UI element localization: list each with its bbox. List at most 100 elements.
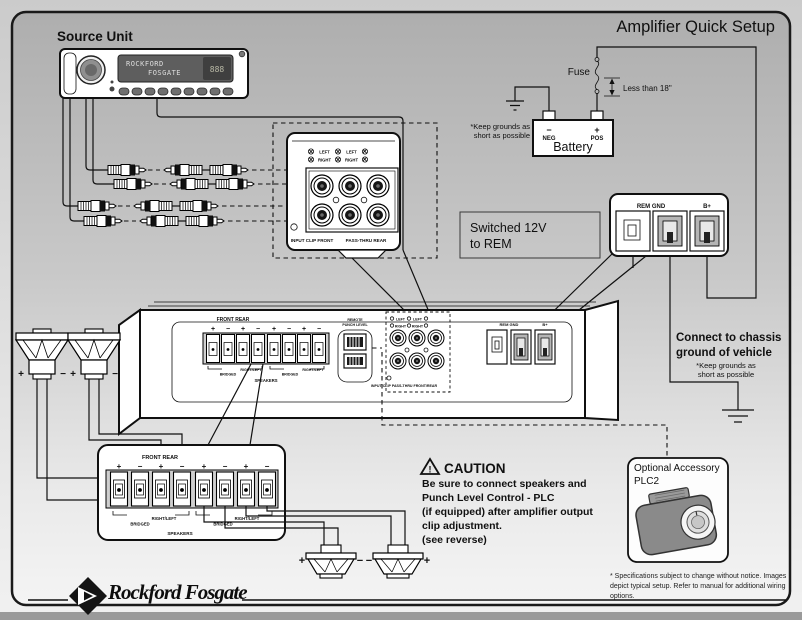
amp-clip-led-icon bbox=[386, 375, 392, 381]
pass-thru-rear-label: PASS-THRU REAR bbox=[346, 238, 387, 243]
svg-text:+: + bbox=[272, 326, 276, 333]
input-label-right-2: RIGHT bbox=[345, 158, 358, 163]
svg-text:+: + bbox=[241, 326, 245, 333]
head-unit-buttons bbox=[118, 87, 234, 96]
amp-left-endcap bbox=[118, 308, 141, 437]
switched-note-line1: Switched 12V bbox=[470, 221, 547, 235]
amp-input-label: INPUT CLIP PASS-THRU FRONT/REAR bbox=[371, 384, 438, 388]
amp-speaker-terminals: FRONT REAR + − + − + − + − RIGHT/LEFT BR… bbox=[202, 317, 330, 383]
svg-text:−: − bbox=[226, 326, 230, 333]
battery-ground-icon bbox=[506, 100, 524, 111]
detail-front-rear-label: FRONT REAR bbox=[142, 455, 178, 461]
speaker-detail-box: FRONT REAR + − + − + − + − RIGHT/LEFT BR… bbox=[97, 444, 286, 541]
svg-text:RIGHT: RIGHT bbox=[412, 325, 424, 329]
caution-block: ! CAUTION Be sure to connect speakers an… bbox=[419, 457, 593, 546]
battery-pos-label: POS bbox=[591, 136, 604, 142]
amp-front-rear-label: FRONT REAR bbox=[217, 317, 250, 323]
svg-text:BRIDGED: BRIDGED bbox=[213, 522, 232, 527]
plc2-line2: PLC2 bbox=[634, 476, 659, 487]
power-button-icon bbox=[238, 50, 246, 58]
chassis-note-sub2: short as possible bbox=[698, 370, 754, 379]
battery-box bbox=[532, 119, 614, 157]
chassis-note-line1: Connect to chassis bbox=[676, 332, 781, 344]
svg-text:−: − bbox=[265, 462, 270, 471]
chassis-note-line2: ground of vehicle bbox=[676, 347, 772, 359]
source-unit: Source Unit ROCKFORD FOSGATE 888 bbox=[57, 29, 249, 99]
input-label-left-2: LEFT bbox=[346, 150, 357, 155]
svg-text:−: − bbox=[223, 462, 228, 471]
svg-text:RIGHT/LEFT: RIGHT/LEFT bbox=[240, 368, 262, 372]
fuse-icon bbox=[594, 60, 600, 90]
input-left-right-labels: LEFT LEFT RIGHT RIGHT bbox=[307, 148, 368, 163]
rear-speaker-wires bbox=[203, 506, 406, 545]
input-label-right-1: RIGHT bbox=[318, 158, 331, 163]
rem-gnd-label: REM GND bbox=[637, 204, 666, 210]
logo-wordmark: Rockford Fosgate bbox=[108, 580, 248, 604]
rear-speakers: + − − + bbox=[299, 544, 430, 579]
bplus-label: B+ bbox=[703, 204, 711, 210]
warning-exclamation: ! bbox=[429, 465, 432, 475]
warning-triangle-icon bbox=[419, 457, 441, 475]
svg-text:+: + bbox=[244, 462, 249, 471]
amp-input-dashed-frame bbox=[385, 311, 451, 393]
amplifier: FRONT REAR + − + − + − + − RIGHT/LEFT BR… bbox=[118, 299, 619, 437]
plc2-knob-device bbox=[635, 487, 718, 556]
svg-text:SPEAKERS: SPEAKERS bbox=[254, 378, 277, 383]
speaker-callout-lines bbox=[207, 363, 264, 446]
gnd-wire bbox=[669, 251, 739, 410]
svg-text:+: + bbox=[424, 555, 430, 567]
chassis-ground-icon bbox=[722, 409, 754, 423]
svg-text:−: − bbox=[317, 326, 321, 333]
switched-note-line2: to REM bbox=[470, 237, 512, 251]
panel-screw-icon bbox=[360, 196, 368, 204]
svg-text:−: − bbox=[357, 555, 363, 567]
svg-text:Be sure to connect speakers an: Be sure to connect speakers and bbox=[422, 478, 587, 490]
amp-heatsink-fins bbox=[148, 301, 596, 307]
footnote: * Specifications subject to change witho… bbox=[610, 573, 787, 600]
svg-text:−: − bbox=[256, 326, 260, 333]
detail-speakers-label: SPEAKERS bbox=[167, 531, 192, 536]
bottom-band bbox=[0, 612, 802, 620]
svg-text:+: + bbox=[159, 462, 164, 471]
svg-text:RIGHT/LEFT: RIGHT/LEFT bbox=[152, 516, 177, 521]
svg-text:B+: B+ bbox=[542, 322, 548, 327]
svg-text:LEFT: LEFT bbox=[396, 318, 406, 322]
input-label-left-1: LEFT bbox=[319, 150, 330, 155]
remote-label-2: PUNCH LEVEL bbox=[342, 323, 368, 327]
display-brand-line1: ROCKFORD bbox=[126, 60, 164, 68]
svg-text:(if equipped) after amplifier: (if equipped) after amplifier output bbox=[422, 506, 593, 518]
amp-rear-panel bbox=[171, 321, 573, 403]
svg-text:+: + bbox=[117, 462, 122, 471]
chassis-note-sub1: *Keep grounds as bbox=[696, 361, 756, 370]
switched-12v-note: Switched 12V to REM bbox=[459, 211, 601, 259]
display-brand-line2: FOSGATE bbox=[148, 69, 181, 77]
svg-text:−: − bbox=[112, 369, 118, 380]
amp-remote-punch-level: REMOTE PUNCH LEVEL bbox=[337, 318, 373, 383]
svg-text:Punch Level Control - PLC: Punch Level Control - PLC bbox=[422, 492, 555, 504]
svg-text:RIGHT/LEFT: RIGHT/LEFT bbox=[235, 516, 260, 521]
rockford-fosgate-logo bbox=[28, 577, 786, 615]
svg-text:BRIDGED: BRIDGED bbox=[282, 373, 299, 377]
source-unit-label: Source Unit bbox=[57, 29, 133, 44]
amp-power-block: REM GND B+ bbox=[486, 322, 556, 365]
battery-minus-sign: − bbox=[546, 125, 551, 135]
svg-text:+: + bbox=[299, 555, 305, 567]
battery-ground-note-2: short as possible bbox=[474, 131, 530, 140]
plc2-line1: Optional Accessory bbox=[634, 463, 720, 474]
input-detail-box: LEFT LEFT RIGHT RIGHT INPUT CLIP FRONT P… bbox=[286, 132, 401, 259]
svg-text:+: + bbox=[302, 326, 306, 333]
svg-text:−: − bbox=[60, 369, 66, 380]
input-box-tab bbox=[336, 249, 388, 259]
svg-text:+: + bbox=[70, 369, 76, 380]
remote-label-1: REMOTE bbox=[347, 318, 363, 322]
svg-text:clip adjustment.: clip adjustment. bbox=[422, 520, 502, 532]
svg-text:+: + bbox=[211, 326, 215, 333]
power-detail-box: REM GND B+ bbox=[609, 193, 739, 410]
svg-text:−: − bbox=[287, 326, 291, 333]
display-digits-panel bbox=[203, 57, 231, 80]
svg-text:+: + bbox=[18, 369, 24, 380]
signal-routing-wire bbox=[156, 98, 404, 250]
battery-neg-label: NEG bbox=[542, 136, 555, 142]
input-clip-front-label: INPUT CLIP FRONT bbox=[291, 238, 334, 243]
